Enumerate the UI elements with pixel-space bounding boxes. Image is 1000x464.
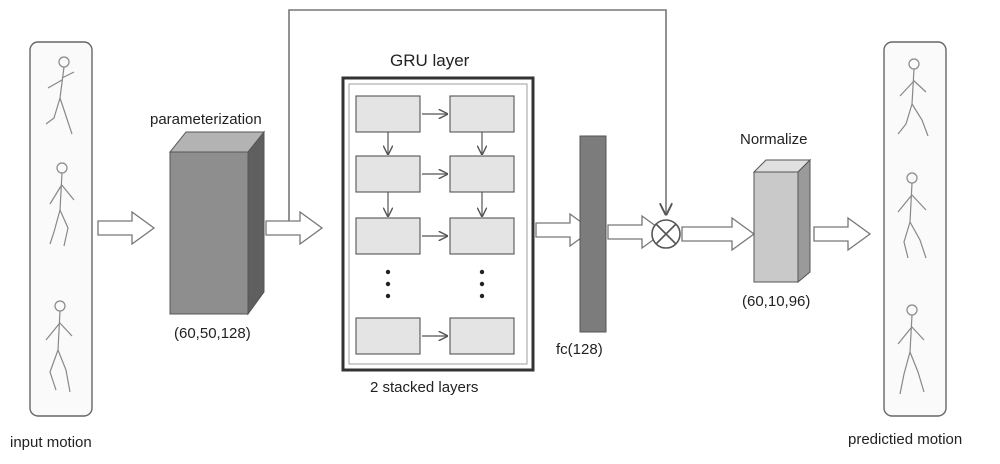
normalize-block [752,158,812,284]
stick-figure-icon [45,56,75,135]
fc-bar [579,135,607,333]
stick-figure-icon [897,304,925,395]
multiply-circle-icon [651,219,681,249]
hollow-arrow-icon [813,217,871,251]
gru-cell [449,217,515,255]
hollow-arrow-icon [681,216,756,252]
hollow-arrow-icon [265,211,323,245]
parameterization-label: parameterization [150,111,262,128]
gru-cells [355,95,515,355]
stick-figure-icon [45,300,73,393]
stick-figure-icon [897,172,927,259]
input-motion-panel [29,41,93,417]
gru-cell [449,95,515,133]
normalize-label: Normalize [740,131,808,148]
stick-figure-icon [49,162,75,247]
ellipsis-dot [479,269,485,275]
skip-connection [288,9,666,221]
ellipsis-dot [385,293,391,299]
ellipsis-dot [479,293,485,299]
gru-cell [355,317,421,355]
ellipsis-dot [385,281,391,287]
ellipsis-dot [479,281,485,287]
parameterization-block [168,130,266,316]
stacked-layers-label: 2 stacked layers [370,379,478,396]
predicted-motion-panel [883,41,947,417]
input-motion-label: input motion [10,434,92,451]
gru-cell [355,217,421,255]
param-dims-label: (60,50,128) [174,325,251,342]
gru-cell [355,95,421,133]
gru-cell [449,155,515,193]
fc-label: fc(128) [556,341,603,358]
norm-dims-label: (60,10,96) [742,293,810,310]
gru-cell [355,155,421,193]
stick-figure-icon [897,58,929,137]
hollow-arrow-icon [97,211,155,245]
gru-cell [449,317,515,355]
ellipsis-dot [385,269,391,275]
gru-title: GRU layer [390,51,470,70]
predicted-motion-label: predictied motion [848,431,962,448]
